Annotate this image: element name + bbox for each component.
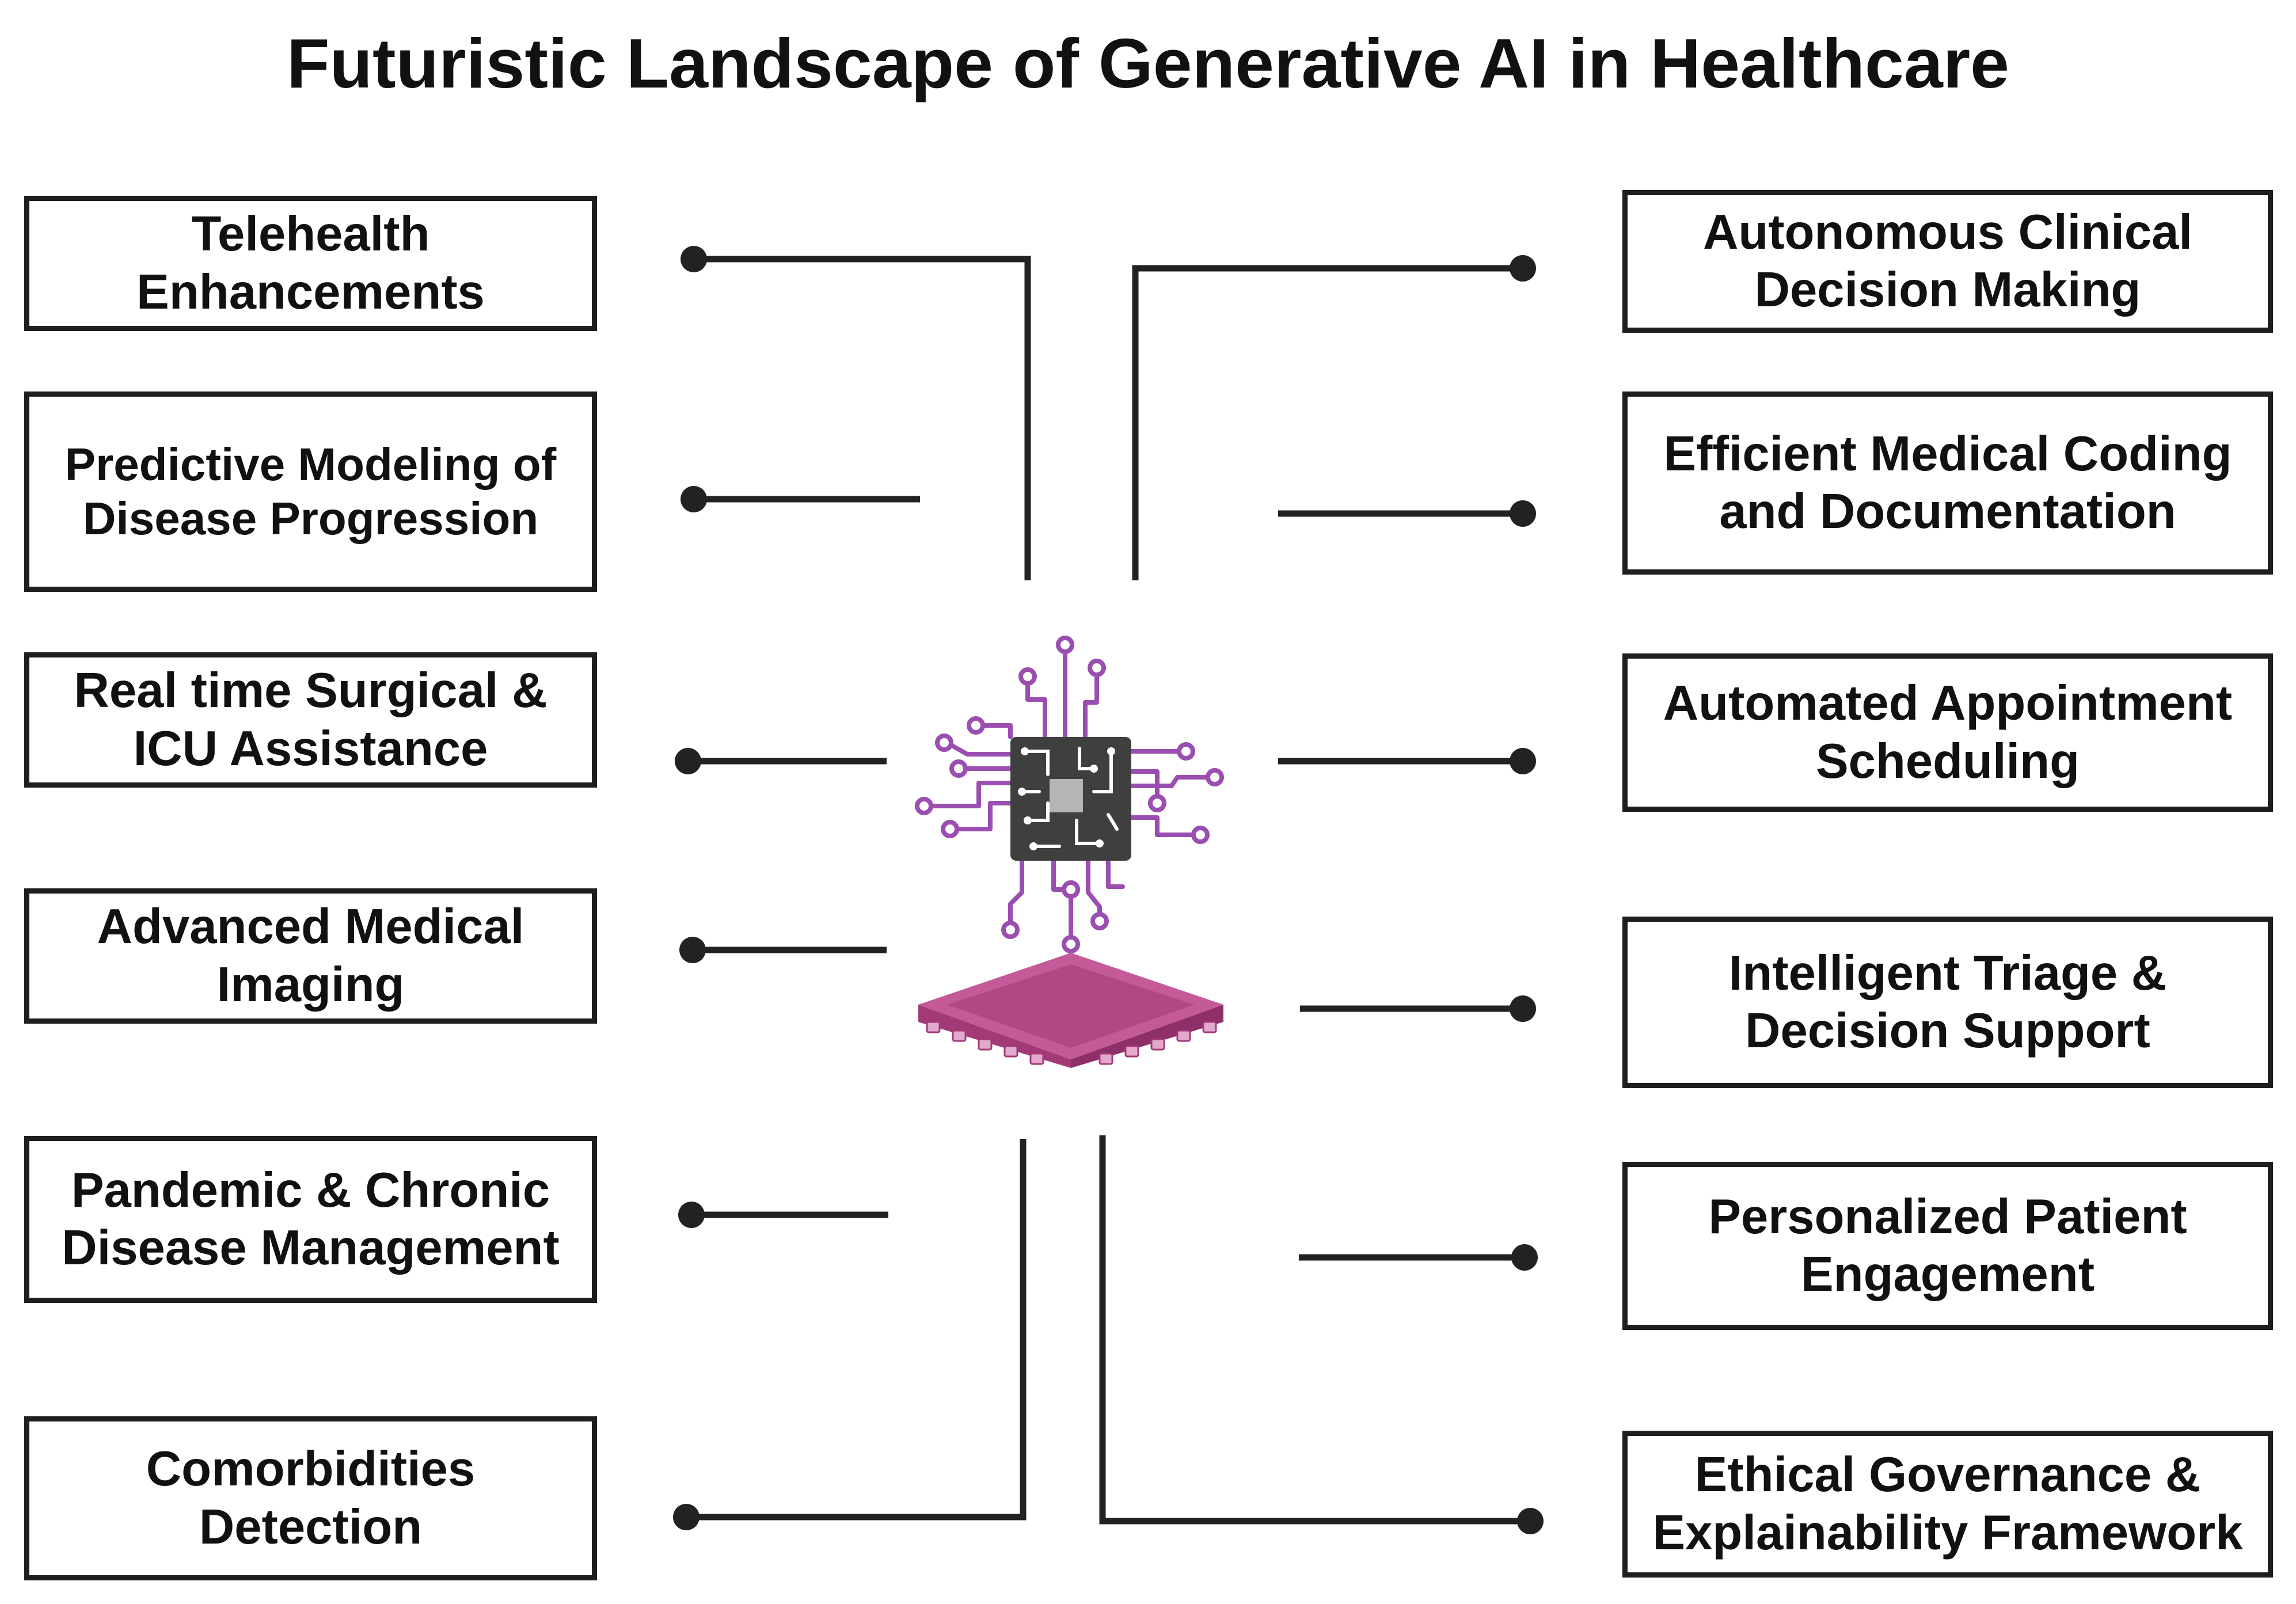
item-line: Explainability Framework xyxy=(1652,1505,2243,1560)
item-line: Decision Support xyxy=(1745,1004,2150,1058)
item-intelligent-triage: Intelligent Triage & Decision Support xyxy=(1622,917,2273,1088)
diagram-title: Futuristic Landscape of Generative AI in… xyxy=(286,24,2010,102)
item-line: Telehealth xyxy=(191,207,430,262)
item-line: Advanced Medical xyxy=(97,899,524,955)
item-line: Disease Management xyxy=(62,1221,560,1275)
item-comorbidities-detection: Comorbidities Detection xyxy=(24,1416,597,1580)
item-line: Real time Surgical & xyxy=(74,663,548,719)
connector-comorbidities xyxy=(686,1139,1027,1521)
dot-scheduling xyxy=(1510,748,1536,774)
dot-coding xyxy=(1510,500,1536,527)
dot-ethical xyxy=(1517,1508,1544,1534)
dot-imaging xyxy=(679,937,706,963)
dot-telehealth xyxy=(681,246,707,272)
item-ethical-governance: Ethical Governance & Explainability Fram… xyxy=(1622,1431,2273,1578)
item-line: Personalized Patient xyxy=(1708,1189,2187,1244)
item-advanced-medical-imaging: Advanced Medical Imaging xyxy=(24,888,597,1024)
item-line: Scheduling xyxy=(1815,733,2080,789)
item-autonomous-clinical-decision: Autonomous Clinical Decision Making xyxy=(1622,190,2273,333)
item-line: and Documentation xyxy=(1719,484,2176,539)
item-automated-appointment-scheduling: Automated Appointment Scheduling xyxy=(1622,653,2273,812)
item-line: Intelligent Triage & xyxy=(1728,945,2167,1001)
item-line: Detection xyxy=(199,1499,423,1554)
item-personalized-patient-engagement: Personalized Patient Engagement xyxy=(1622,1162,2273,1330)
ai-chip-icon xyxy=(915,636,1224,1068)
item-telehealth-enhancements: Telehealth Enhancements xyxy=(24,196,597,331)
item-line: Enhancements xyxy=(136,264,485,320)
item-line: Predictive Modeling of xyxy=(64,438,557,490)
item-medical-coding-documentation: Efficient Medical Coding and Documentati… xyxy=(1622,392,2273,575)
item-line: Disease Progression xyxy=(82,493,539,544)
dot-engagement xyxy=(1511,1244,1538,1271)
item-line: Comorbidities xyxy=(146,1442,476,1497)
dot-autonomous xyxy=(1510,255,1536,282)
item-pandemic-chronic-disease: Pandemic & Chronic Disease Management xyxy=(24,1136,597,1303)
connector-autonomous xyxy=(1132,265,1523,580)
item-line: Imaging xyxy=(216,957,405,1012)
dot-pandemic xyxy=(678,1202,705,1228)
connector-ethical xyxy=(1099,1135,1530,1525)
connector-telehealth xyxy=(694,256,1031,580)
item-line: Engagement xyxy=(1800,1247,2095,1302)
item-predictive-modeling: Predictive Modeling of Disease Progressi… xyxy=(24,392,597,592)
item-surgical-icu-assistance: Real time Surgical & ICU Assistance xyxy=(24,652,597,788)
item-line: Decision Making xyxy=(1754,263,2141,317)
item-line: Ethical Governance & xyxy=(1694,1447,2201,1503)
dot-triage xyxy=(1510,995,1536,1022)
item-line: Pandemic & Chronic xyxy=(71,1162,550,1218)
dot-surgical xyxy=(675,748,701,774)
item-line: Efficient Medical Coding xyxy=(1663,426,2232,481)
item-line: Autonomous Clinical xyxy=(1703,204,2192,260)
item-line: ICU Assistance xyxy=(133,721,488,776)
dot-predictive xyxy=(681,486,707,512)
item-line: Automated Appointment xyxy=(1663,676,2233,731)
dot-comorbidities xyxy=(673,1504,700,1530)
